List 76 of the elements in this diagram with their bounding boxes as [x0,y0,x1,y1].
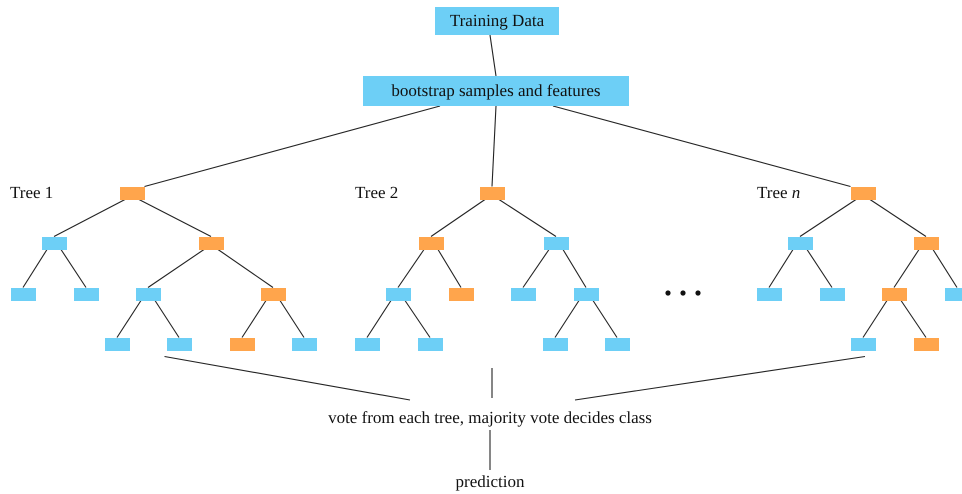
connector-line [54,199,126,237]
tree-node-box [542,338,568,350]
tree-node-box [510,288,536,300]
connector-line [900,300,926,338]
tree-node-box [604,338,630,350]
connector-line [60,249,86,288]
connector-line [562,249,586,288]
tree-node-box [418,338,442,350]
connector-line [154,300,180,338]
tree-node-box [230,338,254,350]
connector-line [116,300,142,338]
tree-label: Tree 1 [10,183,54,203]
connector-line [592,300,618,338]
tree-node-box [260,288,286,300]
connector-line [554,300,580,338]
tree-node-box [10,288,36,300]
tree-node-box [574,288,598,300]
connector-line [552,105,851,188]
connector-line [430,199,486,237]
connector-line [144,105,440,188]
tree-node-box [756,288,782,300]
tree-node-box [914,236,938,250]
connector-line [800,199,856,237]
tree-label: Tree n [757,183,800,203]
box-label: Training Data [450,11,544,31]
tree-node-box [120,186,144,200]
tree-node-box [104,338,130,350]
tree-node-box [882,288,906,300]
tree-node-box [136,288,160,300]
connector-line [491,106,497,187]
connector-line [148,249,204,288]
connector-line [862,300,888,338]
tree-node-box [74,288,98,300]
connector-line [438,249,462,288]
connector-line [280,300,304,338]
connector-line [22,249,48,288]
tree-node-box [292,338,316,350]
tree-node-box [544,236,568,250]
tree-node-box [166,338,192,350]
tree-node-box [418,236,444,250]
tree-node-box [788,236,812,250]
process-box [435,7,559,35]
connector-line [366,300,392,338]
connector-line [806,249,832,288]
connector-line [932,249,958,288]
connector-line [491,368,493,398]
connector-line [489,430,491,470]
box-label: bootstrap samples and features [391,81,601,101]
tree-node-box [914,338,938,350]
tree-node-box [198,236,224,250]
tree-node-box [820,288,844,300]
connector-line [218,249,274,288]
process-box [363,76,629,106]
tree-node-box [944,288,962,300]
connector-line [870,199,926,237]
connector-line [138,199,212,237]
tree-node-box [850,338,876,350]
connector-line [164,356,410,401]
tree-node-box [354,338,380,350]
tree-label: Tree 2 [355,183,398,203]
tree-node-box [386,288,410,300]
connector-line [768,249,794,288]
text-label: prediction [456,472,524,492]
tree-node-box [448,288,474,300]
connector-line [498,199,556,237]
connector-line [404,300,430,338]
text-label: vote from each tree, majority vote decides class [328,408,652,428]
tree-node-box [480,186,504,200]
tree-node-box [850,186,876,200]
connector-line [894,249,920,288]
connector-line [489,34,497,76]
tree-node-box [42,236,66,250]
connector-line [522,249,550,288]
connector-line [242,300,266,338]
connector-line [574,356,866,401]
connector-line [398,249,424,288]
